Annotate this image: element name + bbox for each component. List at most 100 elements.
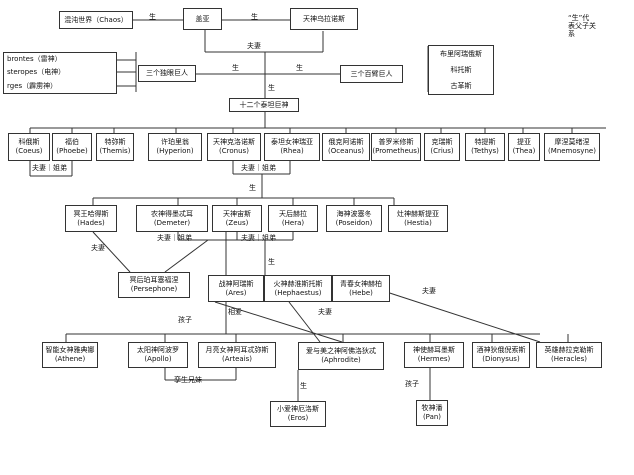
child-name-zh: 智能女神雅典娜	[45, 346, 95, 354]
node-titan-crius: 克瑞斯 (Crius)	[424, 133, 460, 161]
titan-name-zh: 摩涅莫绪涅	[554, 138, 590, 146]
child-name-zh: 战神阿瑞斯	[218, 279, 254, 288]
hundred-handers-member: 科托斯	[450, 65, 472, 74]
titan-name-en: (Coeus)	[15, 147, 43, 155]
hundred-handers-members: 布里阿瑞俄斯 科托斯 古革斯	[428, 45, 494, 95]
child-name-en: (Dionysus)	[482, 355, 520, 363]
node-ares: 战神阿瑞斯 (Ares)	[208, 275, 264, 302]
titan-name-zh: 特提斯	[474, 138, 496, 146]
child-name-en: (Heracles)	[551, 355, 587, 363]
node-hebe: 青春女神赫柏 (Hebe)	[332, 275, 390, 302]
legend-line-2: 表父子关	[568, 22, 596, 30]
label-twins: 孪生兄妹	[174, 376, 202, 384]
titan-name-en: (Rhea)	[280, 147, 304, 155]
titan-name-zh: 天神克洛诺斯	[213, 138, 255, 146]
label-hades-persephone: 夫妻	[91, 244, 105, 252]
olympian-name-en: (Zeus)	[225, 218, 249, 227]
titan-name-zh: 许珀里翁	[161, 138, 189, 146]
node-titan-tethys: 特提斯 (Tethys)	[465, 133, 505, 161]
label-cronus-rhea: 夫妻｜姐弟	[241, 164, 276, 172]
label-couple-gaia-uranus: 夫妻	[247, 42, 261, 50]
child-name-zh: 神使赫耳墨斯	[413, 346, 455, 354]
titan-name-en: (Themis)	[99, 147, 131, 155]
hundred-handers-member: 布里阿瑞俄斯	[440, 49, 482, 58]
olympian-name-zh: 天后赫拉	[279, 209, 307, 218]
titan-name-en: (Phoebe)	[56, 147, 88, 155]
child-name-zh: 月亮女神阿耳忒弥斯	[205, 346, 269, 354]
cyclopes-member: steropes（电神）	[7, 68, 66, 77]
label-born-zeus-hera: 生	[268, 258, 275, 266]
label-born-gaia: 生	[251, 13, 258, 21]
olympian-name-zh: 冥王哈得斯	[73, 209, 109, 218]
label-zeus-hera: 夫妻｜姐弟	[241, 234, 276, 242]
titan-name-zh: 普罗米修斯	[378, 138, 414, 146]
cyclopes-member: brontes（雷神）	[7, 55, 62, 64]
node-cyclopes-label: 三个独眼巨人	[146, 69, 188, 77]
olympian-name-en: (Hades)	[77, 218, 105, 227]
node-titans-group-label: 十二个泰坦巨神	[239, 100, 289, 109]
eros-name-zh: 小爱神厄洛斯	[277, 405, 319, 413]
child-name-en: (Arteais)	[221, 355, 253, 363]
node-dionysus: 酒神狄俄倪索斯 (Dionysus)	[472, 342, 530, 368]
node-titan-rhea: 泰坦女神瑞亚 (Rhea)	[264, 133, 320, 161]
node-titan-thea: 提亚 (Thea)	[508, 133, 540, 161]
label-child-hermes: 孩子	[405, 380, 419, 388]
titan-name-en: (Prometheus)	[372, 147, 420, 155]
label-lover: 相爱	[228, 308, 242, 316]
node-demeter: 农神得墨忒耳 (Demeter)	[136, 205, 208, 232]
node-cyclopes: 三个独眼巨人	[138, 65, 196, 82]
cyclopes-member: rges（霹雳神）	[7, 81, 58, 90]
node-hera: 天后赫拉 (Hera)	[268, 205, 318, 232]
label-demeter-zeus: 夫妻｜姐弟	[157, 234, 192, 242]
child-name-zh: 英雄赫拉克勒斯	[544, 346, 594, 354]
node-titan-mnemosyne: 摩涅莫绪涅 (Mnemosyne)	[544, 133, 600, 161]
node-titan-oceanus: 俄克阿诺斯 (Oceanus)	[322, 133, 370, 161]
node-titan-coeus: 科俄斯 (Coeus)	[8, 133, 50, 161]
child-name-en: (Hebe)	[349, 288, 373, 297]
olympian-name-en: (Demeter)	[153, 218, 191, 227]
node-hades: 冥王哈得斯 (Hades)	[65, 205, 117, 232]
node-athene: 智能女神雅典娜 (Athene)	[42, 342, 98, 368]
titan-name-zh: 克瑞斯	[431, 138, 453, 146]
node-aphrodite: 爱与美之神阿佛洛狄忒 (Aphrodite)	[298, 342, 384, 370]
node-uranus: 天神乌拉诺斯	[290, 8, 358, 30]
node-hundred-handers-label: 三个百臂巨人	[350, 69, 393, 78]
legend: “生”代 表父子关 系	[568, 14, 596, 38]
node-titan-themis: 特弥斯 (Themis)	[96, 133, 134, 161]
node-titan-hyperion: 许珀里翁 (Hyperion)	[148, 133, 202, 161]
olympian-name-en: (Hera)	[281, 218, 305, 227]
node-eros: 小爱神厄洛斯 (Eros)	[270, 401, 326, 427]
hundred-handers-member: 古革斯	[450, 81, 472, 90]
child-name-zh: 太阳神阿波罗	[137, 346, 179, 354]
pan-name-en: (Pan)	[422, 413, 442, 421]
node-poseidon: 海神波塞冬 (Poseidon)	[326, 205, 382, 232]
node-hermes: 神使赫耳墨斯 (Hermes)	[404, 342, 464, 368]
olympian-name-zh: 农神得墨忒耳	[151, 209, 193, 218]
node-uranus-label: 天神乌拉诺斯	[303, 14, 345, 23]
node-artemis: 月亮女神阿耳忒弥斯 (Arteais)	[198, 342, 276, 368]
label-coeus-phoebe: 夫妻｜姐弟	[32, 164, 67, 172]
label-born-eros: 生	[300, 382, 307, 390]
olympian-name-zh: 天神宙斯	[223, 209, 251, 218]
label-born-titans: 生	[268, 84, 275, 92]
child-name-en: (Athene)	[54, 355, 86, 363]
child-name-en: (Apollo)	[144, 355, 172, 363]
label-child-zeus: 孩子	[178, 316, 192, 324]
titan-name-en: (Oceanus)	[328, 147, 364, 155]
persephone-name-zh: 冥后珀耳塞福涅	[129, 276, 179, 284]
titan-name-en: (Crius)	[430, 147, 454, 155]
olympian-name-zh: 海神波塞冬	[336, 209, 372, 218]
node-chaos-label: 混沌世界（Chaos）	[64, 15, 128, 24]
node-chaos: 混沌世界（Chaos）	[59, 11, 133, 29]
node-heracles: 英雄赫拉克勒斯 (Heracles)	[536, 342, 602, 368]
titan-name-zh: 俄克阿诺斯	[328, 138, 364, 146]
titan-name-en: (Mnemosyne)	[548, 147, 596, 155]
child-name-en: (Ares)	[225, 288, 247, 297]
node-apollo: 太阳神阿波罗 (Apollo)	[128, 342, 188, 368]
node-zeus: 天神宙斯 (Zeus)	[212, 205, 262, 232]
label-born-hundred: 生	[296, 64, 303, 72]
node-persephone: 冥后珀耳塞福涅 (Persephone)	[118, 272, 190, 298]
titan-name-en: (Cronus)	[219, 147, 249, 155]
node-titan-prometheus: 普罗米修斯 (Prometheus)	[371, 133, 421, 161]
child-name-zh: 青春女神赫柏	[340, 279, 382, 288]
